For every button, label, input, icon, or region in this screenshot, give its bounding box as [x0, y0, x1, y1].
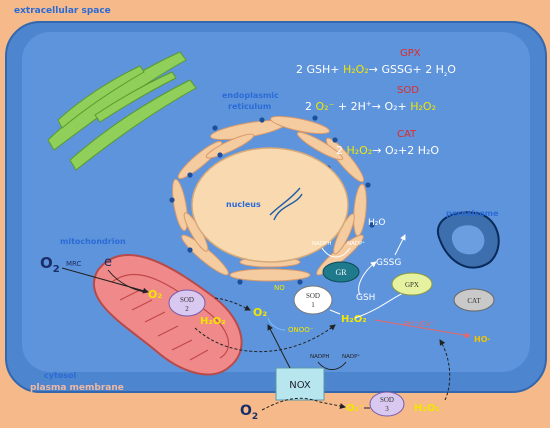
arrow-nox-to-o2 — [267, 324, 291, 369]
enzyme-label-gpx: GPX — [400, 48, 421, 59]
sod3-label: SOD — [380, 396, 394, 404]
label-plasma-membrane: plasma membrane — [30, 383, 124, 393]
sod1-number: 1 — [311, 301, 315, 309]
species-o2-extracellular: O2 — [240, 403, 258, 422]
label-peroxisome: peroxisome — [446, 209, 499, 218]
species-electron: e — [104, 255, 112, 270]
arrow-nadph-bottom — [317, 361, 347, 370]
label-fe-cu: Fe²⁺/Cu⁺ — [404, 320, 434, 328]
arrow-sod1 — [329, 309, 341, 315]
cat-enzyme: CAT — [453, 288, 495, 312]
arrow-to-onoo — [267, 317, 286, 331]
reaction-cat-equation: 2 H₂O₂→ O₂+2 H₂O — [336, 144, 439, 157]
species-h2o2-ext: H₂O₂ — [414, 403, 440, 414]
reaction-gpx-equation: 2 GSH+ H₂O₂→ GSSG+ 2 H₂O — [296, 63, 456, 78]
green-organelle — [47, 51, 197, 171]
nox-enzyme: NOX — [275, 367, 325, 401]
reaction-gpx: GPX 2 GSH+ H₂O₂→ GSSG+ 2 H₂O — [296, 48, 456, 78]
dna-icon — [269, 187, 303, 221]
arrow-nadph-top — [321, 247, 351, 258]
peroxisome — [437, 211, 500, 269]
label-er-line1: endoplasmic — [222, 91, 279, 100]
label-mitochondrion: mitochondrion — [60, 237, 126, 246]
species-onoo: ONOO⁻ — [288, 326, 314, 334]
nucleus — [191, 147, 349, 263]
enzyme-label-sod: SOD — [397, 85, 419, 96]
sod2-number: 2 — [185, 305, 189, 313]
species-gssg: GSSG — [376, 258, 401, 268]
gpx-label: GPX — [405, 281, 419, 289]
reaction-sod-equation: 2 O₂⁻ + 2H+→ O₂+ H₂O₂ — [305, 100, 436, 113]
nox-label: NOX — [289, 380, 311, 391]
label-nucleus: nucleus — [226, 200, 261, 209]
species-o2-ext: O₂⁻ — [346, 403, 364, 414]
mitochondrion — [92, 253, 243, 376]
enzyme-label-cat: CAT — [397, 129, 417, 140]
sod1-enzyme: SOD 1 — [293, 285, 333, 315]
species-o2-mito: O₂ — [148, 288, 162, 301]
gr-label: GR — [335, 268, 347, 277]
arrow-mito-to-cytosol — [214, 297, 251, 311]
species-h2o2-mito: H₂O₂ — [200, 316, 226, 327]
gpx-enzyme: GPX — [391, 272, 433, 296]
species-no: NO — [274, 284, 285, 292]
sod2-label: SOD — [180, 296, 194, 304]
arrow-ext-o2 — [261, 397, 346, 411]
species-gsh: GSH — [356, 293, 375, 303]
arrow-ext-h2o2-in — [439, 339, 451, 401]
label-extracellular-space: extracellular space — [14, 6, 111, 16]
sod2-enzyme: SOD 2 — [168, 289, 206, 317]
cat-label: CAT — [467, 297, 481, 305]
label-nadp-top: NADP⁺ — [347, 240, 365, 247]
arrow-electron — [107, 269, 146, 293]
species-h2o: H₂O — [368, 218, 385, 228]
sod1-label: SOD — [306, 292, 320, 300]
arrow-to-h2o — [394, 234, 406, 256]
arrow-gsh-to-gssg — [358, 261, 377, 296]
label-mrc: MRC — [66, 260, 82, 268]
reaction-cat: CAT 2 H₂O₂→ O₂+2 H₂O — [336, 129, 439, 157]
label-er-line2: reticulum — [228, 102, 271, 111]
sod3-enzyme: SOD 3 — [369, 391, 405, 417]
species-ho: HO· — [474, 335, 491, 344]
label-nadph-top: NADPH — [312, 241, 332, 247]
arrow-fenton — [374, 319, 471, 339]
reaction-sod: SOD 2 O₂⁻ + 2H+→ O₂+ H₂O₂ — [305, 85, 436, 113]
gr-enzyme: GR — [322, 261, 360, 283]
label-nadp-bottom: NADP⁺ — [342, 353, 360, 360]
species-h2o2-cytosol: H₂O₂ — [341, 314, 367, 325]
arrow-mito-h2o2 — [194, 324, 336, 353]
sod3-number: 3 — [385, 405, 389, 413]
species-o2-cytosol: O₂ — [253, 306, 267, 319]
species-o2: O2 — [40, 254, 60, 275]
label-cytosol: cytosol — [44, 371, 77, 380]
label-nadph-bottom: NADPH — [310, 354, 330, 360]
arrow-o2-to-mito — [61, 267, 149, 294]
